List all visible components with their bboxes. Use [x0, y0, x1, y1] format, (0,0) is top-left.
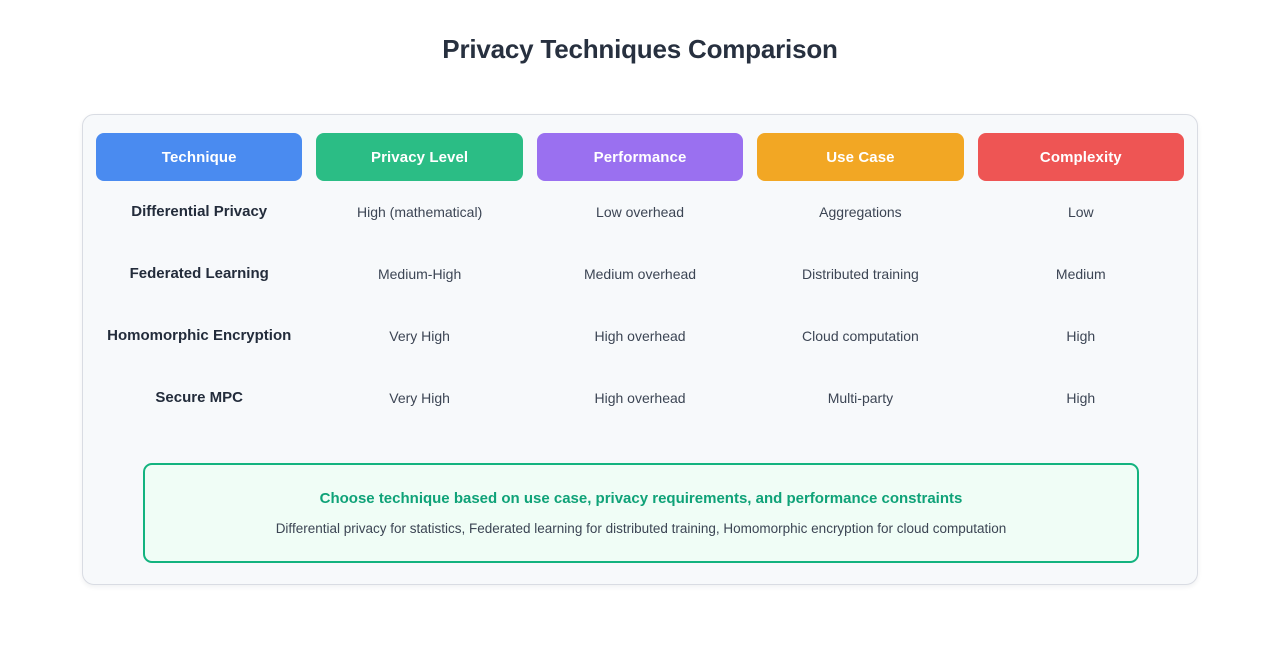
- cell-performance: Low overhead: [596, 203, 684, 220]
- cell-performance: High overhead: [594, 389, 686, 406]
- column-header-privacy-level[interactable]: Privacy Level: [316, 133, 523, 181]
- cell-complexity: High: [1066, 327, 1096, 344]
- callout-subtext: Differential privacy for statistics, Fed…: [275, 521, 1007, 536]
- cell-privacy-level: Very High: [389, 389, 450, 406]
- comparison-table-card: Technique Privacy Level Performance Use …: [82, 114, 1198, 585]
- cell-complexity: Medium: [1055, 265, 1106, 282]
- cell-privacy-level: Very High: [389, 327, 450, 344]
- table-row: Secure MPC Very High High overhead Multi…: [96, 367, 1184, 429]
- cell-privacy-level: High (mathematical): [356, 203, 483, 220]
- column-header-label: Use Case: [826, 148, 895, 166]
- callout-heading: Choose technique based on use case, priv…: [319, 490, 963, 507]
- cell-complexity: High: [1066, 389, 1096, 406]
- table-row: Differential Privacy High (mathematical)…: [96, 181, 1184, 243]
- column-header-complexity[interactable]: Complexity: [977, 133, 1185, 181]
- cell-use-case: Distributed training: [802, 265, 919, 282]
- cell-technique: Homomorphic Encryption: [107, 327, 292, 344]
- cell-privacy-level: Medium-High: [377, 265, 462, 282]
- cell-complexity: Low: [1067, 203, 1094, 220]
- column-header-performance[interactable]: Performance: [536, 133, 744, 181]
- table-row: Homomorphic Encryption Very High High ov…: [96, 305, 1184, 367]
- column-header-label: Performance: [593, 148, 687, 166]
- cell-use-case: Multi-party: [827, 389, 894, 406]
- page-title: Privacy Techniques Comparison: [442, 34, 838, 64]
- recommendation-callout: Choose technique based on use case, priv…: [143, 463, 1139, 563]
- table-header-row: Technique Privacy Level Performance Use …: [83, 115, 1197, 181]
- column-header-use-case[interactable]: Use Case: [757, 133, 964, 181]
- cell-technique: Federated Learning: [129, 265, 269, 282]
- table-row: Federated Learning Medium-High Medium ov…: [96, 243, 1184, 305]
- cell-performance: High overhead: [594, 327, 686, 344]
- cell-technique: Secure MPC: [155, 389, 243, 406]
- column-header-label: Technique: [161, 148, 237, 166]
- column-header-technique[interactable]: Technique: [96, 133, 303, 181]
- cell-use-case: Cloud computation: [802, 327, 919, 344]
- cell-use-case: Aggregations: [819, 203, 902, 220]
- cell-performance: Medium overhead: [583, 265, 697, 282]
- cell-technique: Differential Privacy: [131, 203, 268, 220]
- column-header-label: Privacy Level: [371, 148, 469, 166]
- column-header-label: Complexity: [1039, 148, 1122, 166]
- table-body: Differential Privacy High (mathematical)…: [83, 181, 1197, 429]
